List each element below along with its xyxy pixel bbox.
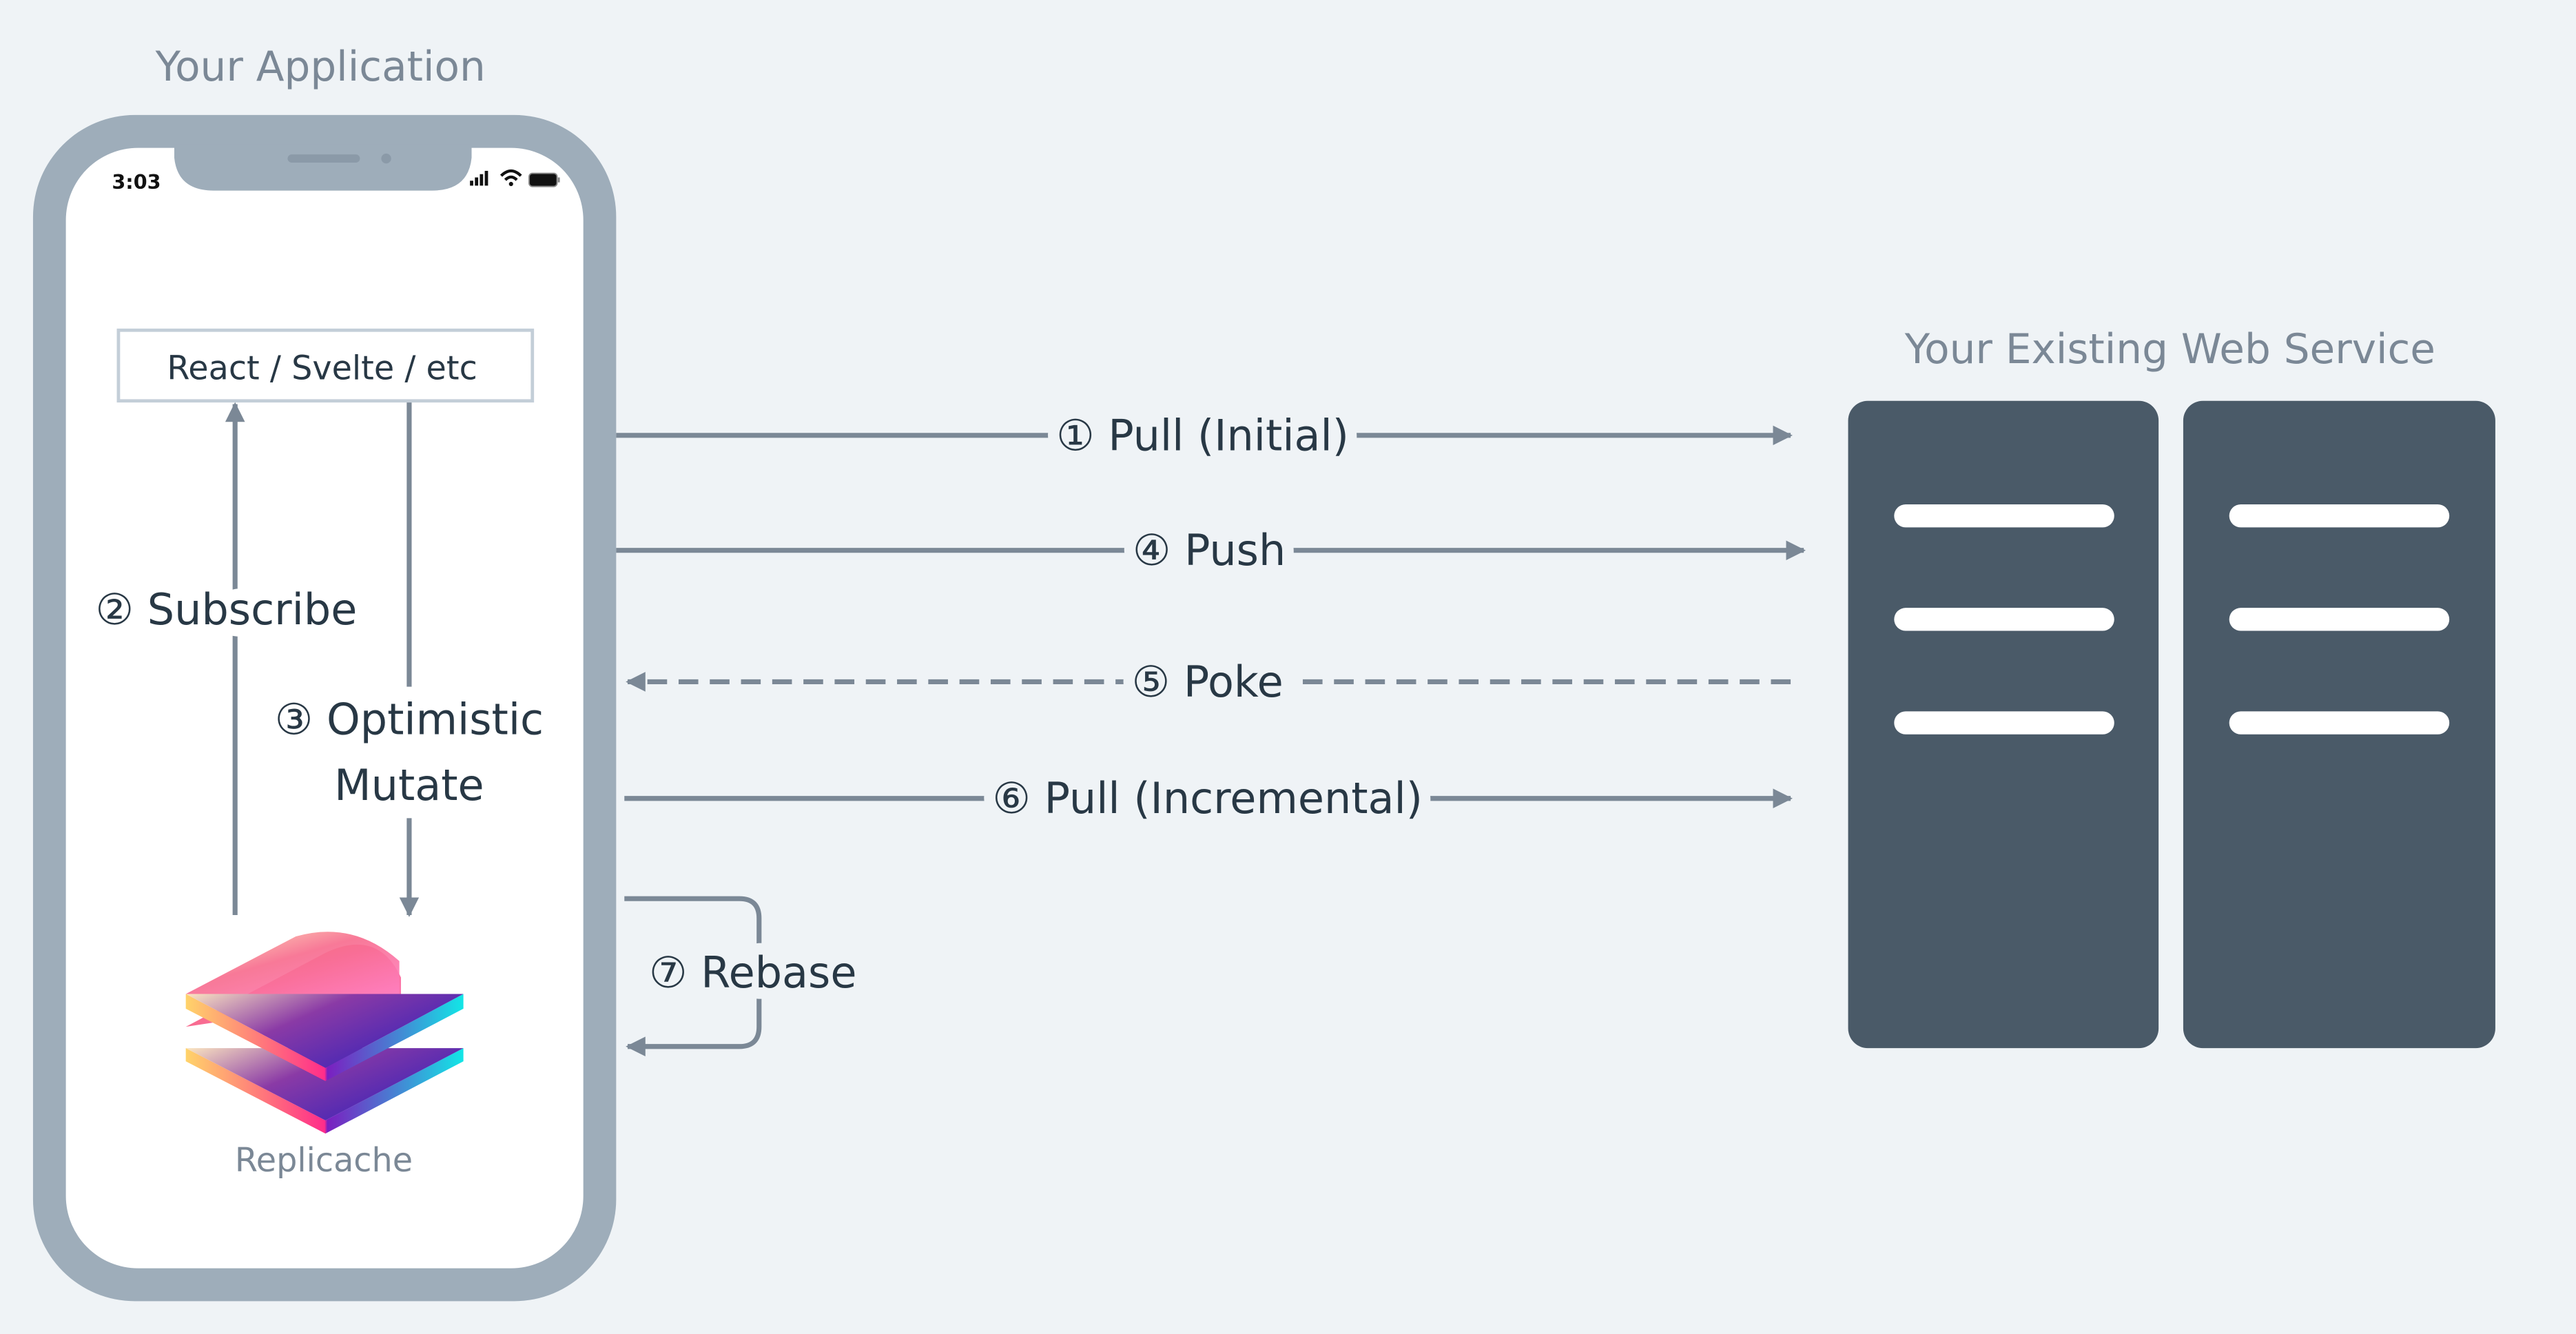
pull-initial-label: ① Pull (Initial): [1056, 410, 1349, 460]
phone-notch: [174, 144, 472, 191]
replicache-label: Replicache: [235, 1142, 413, 1180]
poke-label: ⑤ Poke: [1132, 657, 1284, 707]
phone-mockup: 3:03 React / Svelte / etc ② Subscribe ③ …: [32, 114, 617, 1302]
battery-icon: [528, 172, 560, 187]
replicache-logo: [185, 932, 464, 1134]
wifi-icon: [499, 169, 522, 187]
app-title: Your Application: [155, 43, 486, 91]
signal-icon: [470, 170, 488, 186]
framework-box: [116, 328, 535, 403]
mutate-label-line1: ③ Optimistic: [275, 695, 544, 745]
pull-incremental-label: ⑥ Pull (Incremental): [992, 773, 1423, 823]
subscribe-label: ② Subscribe: [96, 584, 358, 635]
rebase-label: ⑦ Rebase: [649, 947, 856, 998]
service-title: Your Existing Web Service: [1904, 326, 2435, 373]
mutate-label-line2: Mutate: [334, 760, 484, 810]
rebase-arrow: [624, 896, 762, 1057]
web-service-server-icon: [1848, 400, 2495, 1049]
camera-icon: [381, 153, 391, 164]
status-time: 3:03: [112, 170, 161, 194]
speaker-icon: [287, 154, 360, 163]
push-label: ④ Push: [1133, 525, 1286, 575]
framework-label: React / Svelte / etc: [167, 350, 477, 388]
mutate-label-bg: [262, 686, 559, 819]
